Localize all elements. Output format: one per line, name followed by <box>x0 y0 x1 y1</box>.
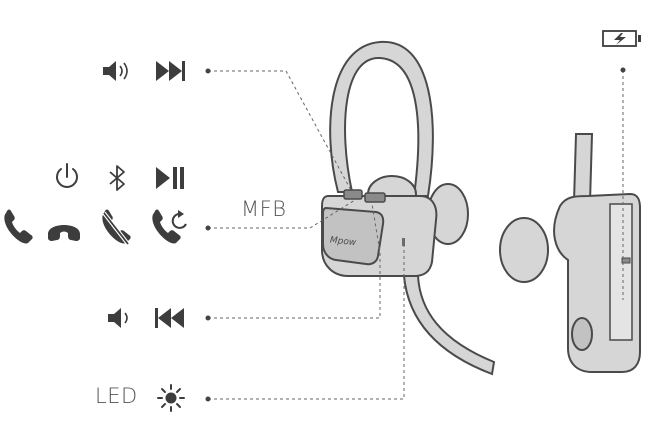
right-earphone <box>499 133 641 373</box>
side-panel <box>609 203 633 341</box>
hang-up-icon <box>48 225 80 241</box>
led-light-icon <box>157 384 185 412</box>
leader-lines <box>208 70 624 400</box>
volume-down-icon <box>108 308 128 328</box>
dot-volume-up <box>205 68 211 74</box>
charging-port <box>621 257 631 264</box>
leader-mfb <box>208 199 356 229</box>
leader-volume-down <box>208 203 381 319</box>
dot-battery <box>620 67 626 73</box>
side-hook <box>572 133 594 203</box>
dot-mfb <box>205 225 211 231</box>
brand-logo: Mpow <box>329 236 357 249</box>
leader-volume-up <box>208 70 353 193</box>
side-ear-tip <box>499 217 549 283</box>
next-track-icon <box>156 61 185 81</box>
earphone-front-face <box>322 206 385 266</box>
mfb-button <box>343 189 363 200</box>
redial-icon <box>152 209 187 244</box>
bluetooth-icon <box>109 165 125 191</box>
play-pause-icon <box>156 167 184 189</box>
previous-track-icon <box>155 308 184 328</box>
led-indicator <box>402 238 405 246</box>
dot-volume-down <box>205 315 211 321</box>
dot-led <box>205 396 211 402</box>
left-earphone: Mpow <box>321 40 496 376</box>
battery-charging-icon <box>602 30 641 47</box>
volume-up-icon <box>103 61 128 81</box>
answer-call-icon <box>4 209 33 244</box>
ear-hook <box>329 40 434 197</box>
mfb-label: MFB <box>241 197 287 221</box>
volume-button <box>364 192 386 203</box>
power-icon <box>56 163 78 188</box>
earphone-cable <box>402 275 496 376</box>
reject-call-icon <box>102 209 131 246</box>
led-label: LED <box>95 384 138 408</box>
side-button <box>571 317 593 351</box>
leader-dots <box>205 67 626 402</box>
